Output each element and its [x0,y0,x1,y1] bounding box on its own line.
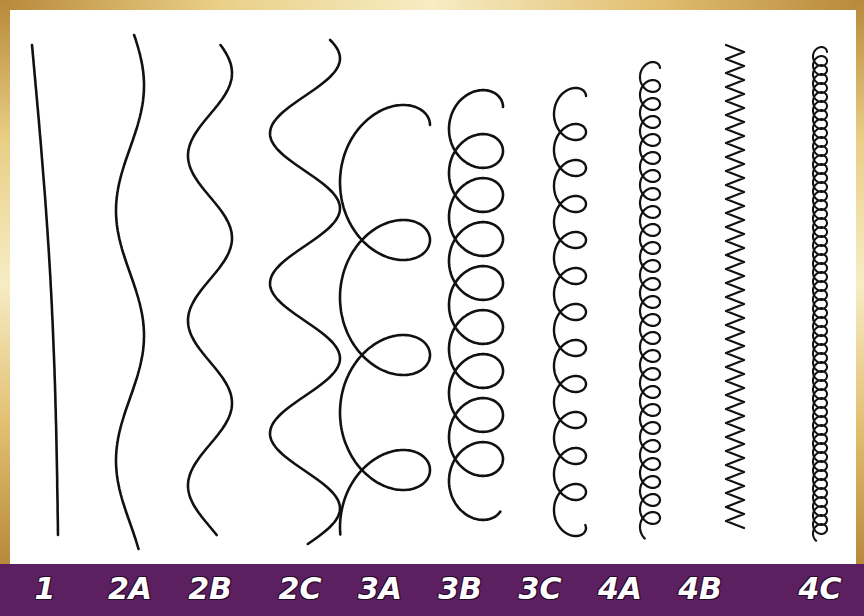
curl-3a [340,105,430,534]
curl-3c [554,88,586,536]
hair-type-label: 1 [35,570,56,608]
gold-frame-top [0,0,864,10]
curl-2b [188,45,232,535]
curl-4c [813,47,827,541]
hair-type-label: 2B [188,570,232,608]
curl-3b [449,90,503,520]
hair-type-label: 4A [598,570,642,608]
gold-frame-right [856,0,864,564]
hair-type-label: 4B [678,570,722,608]
gold-frame-left [0,0,10,564]
curl-4b [726,45,744,528]
curl-2c [270,40,340,544]
hair-type-label: 2A [108,570,152,608]
hair-type-label: 3B [438,570,482,608]
curl-1 [32,45,58,535]
hair-type-label: 3C [519,570,562,608]
curl-2a [116,35,144,549]
hair-type-label: 4C [799,570,842,608]
hair-type-label: 3A [358,570,402,608]
hair-type-label: 2C [279,570,322,608]
curl-4a [640,62,660,538]
